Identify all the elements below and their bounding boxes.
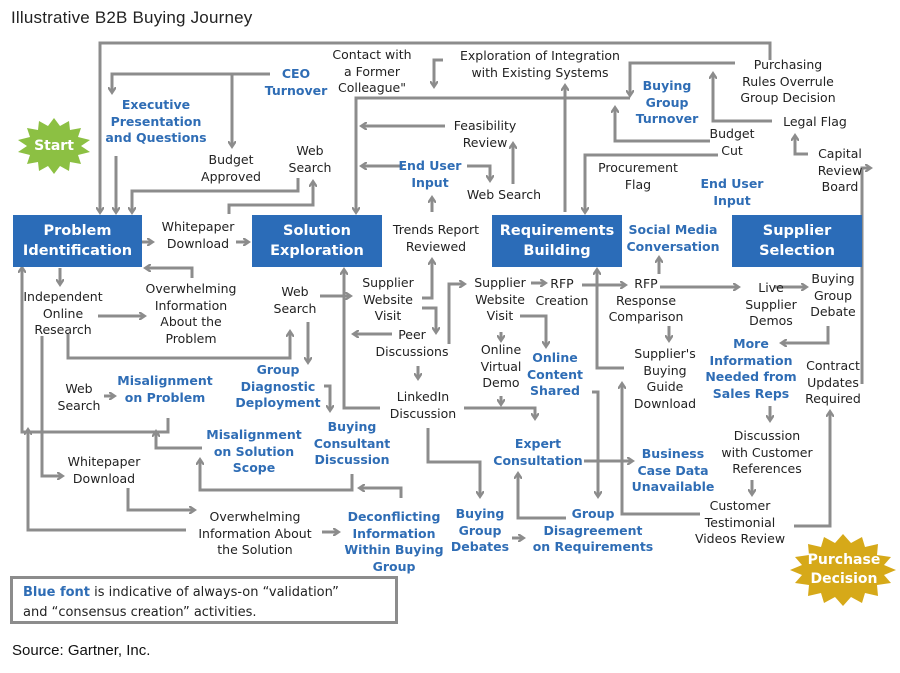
arrow-visit-online-content [520,314,546,346]
activity-budget-approved: Budget Approved [201,152,261,184]
arrow-guide-req [597,270,624,370]
legend-text-line2: and “consensus creation” activities. [23,605,257,620]
activity-expert-consultation: Expert Consultation [493,436,583,468]
start-star-icon [18,118,90,174]
activity-more-information-needed: More Information Needed from Sales Reps [705,336,797,401]
activity-web-search-left: Web Search [273,284,317,316]
arrow-testimonial-contract [794,412,830,528]
activity-procurement-flag: Procurement Flag [598,160,678,192]
diagram-title: Illustrative B2B Buying Journey [11,8,253,27]
activity-overwhelming-problem: Overwhelming Information About the Probl… [145,281,237,346]
arrow-procurement-req [585,153,718,212]
arrow-purchasing-turnover [630,61,735,95]
activity-independent-online-research: Independent Online Research [23,289,103,337]
activity-discussion-customer-references: Discussion with Customer References [721,428,813,476]
legend-highlight: Blue font [23,585,91,600]
arrow-loop-top [100,41,772,212]
arrow-turnover-solution [356,96,630,212]
arrow-peer-supplier2 [447,284,464,344]
activity-rfp-response-comparison: RFP Response Comparison [608,276,684,324]
arrow-contract-capital [860,168,870,384]
activity-whitepaper-download-bottom: Whitepaper Download [67,454,141,486]
arrow-disagreement-expert [518,474,566,520]
activity-trends-report: Trends Report Reviewed [392,222,480,254]
arrow-online-content-disagreement [592,390,598,496]
arrow-supplier-trends [422,260,432,300]
activity-buying-consultant-discussion: Buying Consultant Discussion [313,419,391,467]
activity-feasibility-review: Feasibility Review [453,118,517,150]
activity-web-search-top: Web Search [288,143,332,175]
arrow-websearch-problem [132,178,300,212]
activity-misalignment-solution-scope: Misalignment on Solution Scope [206,427,302,475]
arrow-overwhelming-problem [146,268,194,278]
arrow-research-websearch [66,332,290,360]
activity-end-user-input-2: End User Input [700,176,764,208]
arrow-diagnostic-consultant [324,384,330,410]
arrow-whitepaper-websearch [227,182,313,214]
activity-social-media-conversation: Social Media Conversation [626,222,720,254]
activity-ceo-turnover: CEO Turnover [264,66,328,98]
activity-web-search-mid: Web Search [466,187,542,202]
arrow-budgetcut-turnover [615,108,710,143]
activity-end-user-input-1: End User Input [398,158,462,190]
activity-exploration-integration: Exploration of Integration with Existing… [460,48,620,80]
arrow-deconflicting-consultant [360,488,403,498]
arrow-enduser-websearch [467,164,490,180]
activity-supplier-website-visit-1: Supplier Website Visit [362,275,414,323]
source-note: Source: Gartner, Inc. [12,642,151,659]
arrow-misalignment-solution [156,432,202,450]
legend-box: Blue font is indicative of always-on “va… [10,576,398,624]
activity-legal-flag: Legal Flag [783,114,847,129]
activity-group-diagnostic-deployment: Group Diagnostic Deployment [235,362,321,410]
activity-executive-presentation: Executive Presentation and Questions [105,97,207,145]
activity-group-disagreement: Group Disagreement on Requirements [532,506,654,554]
arrow-testimonial-guide [622,384,700,516]
arrow-linkedin-debates [426,428,480,496]
activity-purchasing-rules: Purchasing Rules Overrule Group Decision [740,57,836,105]
arrow-research-whitepaper [40,336,62,476]
purchase-decision-label: Purchase Decision [807,552,881,587]
arrow-ceo-exec [112,72,270,92]
activity-buying-group-debate: Buying Group Debate [810,271,856,319]
activity-overwhelming-solution: Overwhelming Information About the Solut… [198,509,312,557]
activity-customer-testimonial: Customer Testimonial Videos Review [694,498,786,546]
arrow-contact-solution [434,58,443,86]
activity-deconflicting-information: Deconflicting Information Within Buying … [344,509,444,574]
stage-solution-exploration: Solution Exploration [252,215,382,267]
arrow-debate-moreinfo [782,326,830,343]
legend-text-line1: is indicative of always-on “validation” [90,585,339,600]
activity-linkedin-discussion: LinkedIn Discussion [389,389,457,421]
purchase-decision-star-icon [790,534,896,606]
activity-business-case-data: Business Case Data Unavailable [631,446,715,494]
arrow-legal-purchasing [713,74,772,123]
stage-requirements-building: Requirements Building [492,215,622,267]
activity-web-search-bottom: Web Search [57,381,101,413]
activity-supplier-website-visit-2: Supplier Website Visit [474,275,526,323]
activity-online-content-shared: Online Content Shared [527,350,583,398]
activity-buying-group-debates: Buying Group Debates [450,506,510,554]
start-label: Start [34,138,74,154]
activity-live-supplier-demos: Live Supplier Demos [745,280,797,328]
stage-problem-identification: Problem Identification [13,215,142,267]
arrow-overwhelming-problem-left [28,430,186,532]
activity-contact-former-colleague: Contact with a Former Colleague" [332,47,412,95]
arrow-supplier-peer [422,306,436,332]
arrow-misalignment-problem [22,268,170,434]
arrow-linkedin-solution [344,270,380,410]
activity-contract-updates: Contract Updates Required [805,358,861,406]
arrow-capital-legal [795,136,808,156]
activity-peer-discussions: Peer Discussions [375,327,449,359]
activity-capital-review-board: Capital Review Board [817,146,863,194]
stage-supplier-selection: Supplier Selection [732,215,862,267]
activity-misalignment-problem: Misalignment on Problem [117,373,213,405]
activity-online-virtual-demo: Online Virtual Demo [480,342,522,390]
arrow-linkedin-expert [464,406,535,418]
activity-whitepaper-download-top: Whitepaper Download [161,219,235,251]
arrow-consultant-misalignment [200,460,354,492]
activity-rfp-creation: RFP Creation [535,276,589,308]
activity-suppliers-buying-guide: Supplier's Buying Guide Download [633,346,697,411]
arrow-whitepaper-overwhelming [126,488,194,510]
activity-budget-cut: Budget Cut [709,126,755,158]
activity-buying-group-turnover: Buying Group Turnover [635,78,699,126]
